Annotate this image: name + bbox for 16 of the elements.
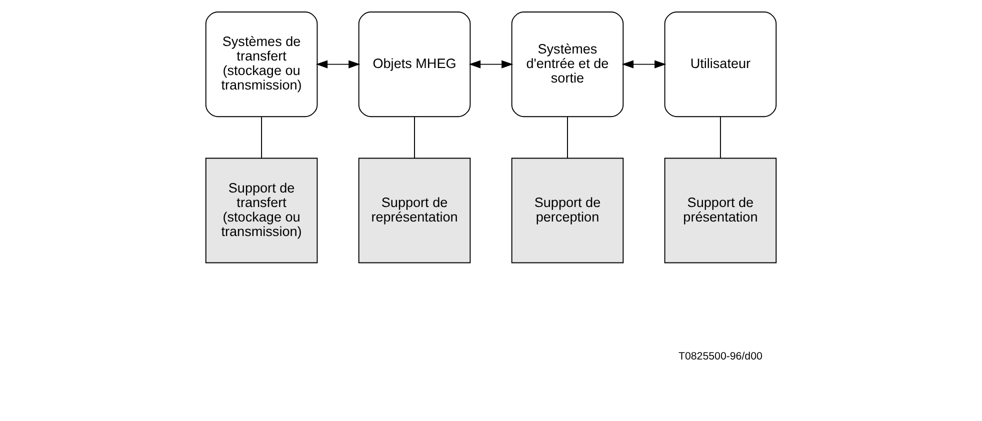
connector — [261, 116, 262, 158]
node-box: Systèmes d'entrée et de sortie — [511, 12, 624, 118]
connector — [414, 116, 415, 158]
node-box: Support de transfert (stockage ou transmission) — [205, 158, 318, 264]
node-box: Objets MHEG — [358, 12, 471, 118]
connector — [567, 116, 568, 158]
arrow — [316, 60, 360, 68]
arrow — [622, 60, 666, 68]
connector — [720, 116, 721, 158]
node-box: Utilisateur — [664, 12, 777, 118]
label: T0825500-96/d00 — [678, 350, 762, 362]
arrow — [468, 60, 514, 68]
node-box: Support de présentation — [664, 158, 777, 264]
node-box: Systèmes de transfert (stockage ou transmission) — [205, 12, 318, 118]
node-box: Support de perception — [511, 158, 624, 264]
node-box: Support de représentation — [358, 158, 471, 264]
